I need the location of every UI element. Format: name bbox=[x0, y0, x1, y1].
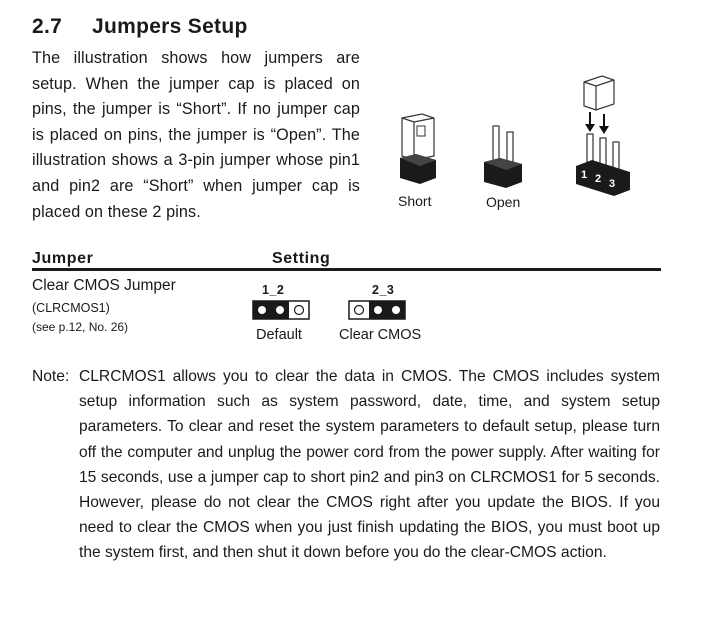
jumper-name: Clear CMOS Jumper bbox=[32, 277, 176, 294]
table-header-rule bbox=[32, 268, 661, 271]
setting-clear-caption: Clear CMOS bbox=[339, 327, 422, 343]
pin-number-1: 1 bbox=[581, 169, 587, 181]
setting-default-pins: 1_2 bbox=[262, 283, 285, 297]
jumper-clear-pins bbox=[348, 300, 406, 320]
jumper-illustration: 1 2 3 Short Open bbox=[380, 70, 680, 220]
pin-number-2: 2 bbox=[595, 173, 601, 185]
section-title: Jumpers Setup bbox=[92, 15, 248, 38]
setting-clear-pins: 2_3 bbox=[372, 283, 395, 297]
section-number: 2.7 bbox=[32, 15, 63, 38]
note-label: Note: bbox=[32, 368, 70, 385]
jumper-page-ref: (see p.12, No. 26) bbox=[32, 320, 129, 334]
open-jumper-graphic bbox=[484, 125, 522, 188]
three-pin-jumper-graphic bbox=[576, 75, 630, 196]
pin-2-default bbox=[276, 306, 284, 314]
pin-3-clear bbox=[392, 306, 400, 314]
jumper-diagram: 1 2 3 bbox=[400, 75, 630, 196]
pin-1-default bbox=[258, 306, 266, 314]
jumper-default-pins bbox=[252, 300, 310, 320]
open-label: Open bbox=[486, 194, 521, 210]
note-text: CLRCMOS1 allows you to clear the data in… bbox=[79, 368, 660, 562]
short-label: Short bbox=[398, 193, 432, 209]
pin-2-clear bbox=[374, 306, 382, 314]
pin-number-3: 3 bbox=[609, 178, 615, 190]
pin-3-default bbox=[293, 304, 305, 316]
setting-default-caption: Default bbox=[256, 327, 302, 343]
pin-1-clear bbox=[353, 304, 365, 316]
section-heading: 2.7 Jumpers Setup bbox=[32, 15, 248, 39]
short-jumper-graphic bbox=[400, 113, 436, 184]
column-setting: Setting bbox=[272, 250, 331, 267]
table-header: Jumper Setting bbox=[32, 250, 661, 272]
note-block: Note: CLRCMOS1 allows you to clear the d… bbox=[32, 364, 660, 566]
column-jumper: Jumper bbox=[32, 250, 94, 267]
jumper-ref: (CLRCMOS1) bbox=[32, 301, 110, 315]
jumper-cap-default bbox=[253, 301, 289, 319]
jumper-cap-clear bbox=[369, 301, 405, 319]
intro-paragraph: The illustration shows how jumpers are s… bbox=[32, 49, 360, 221]
